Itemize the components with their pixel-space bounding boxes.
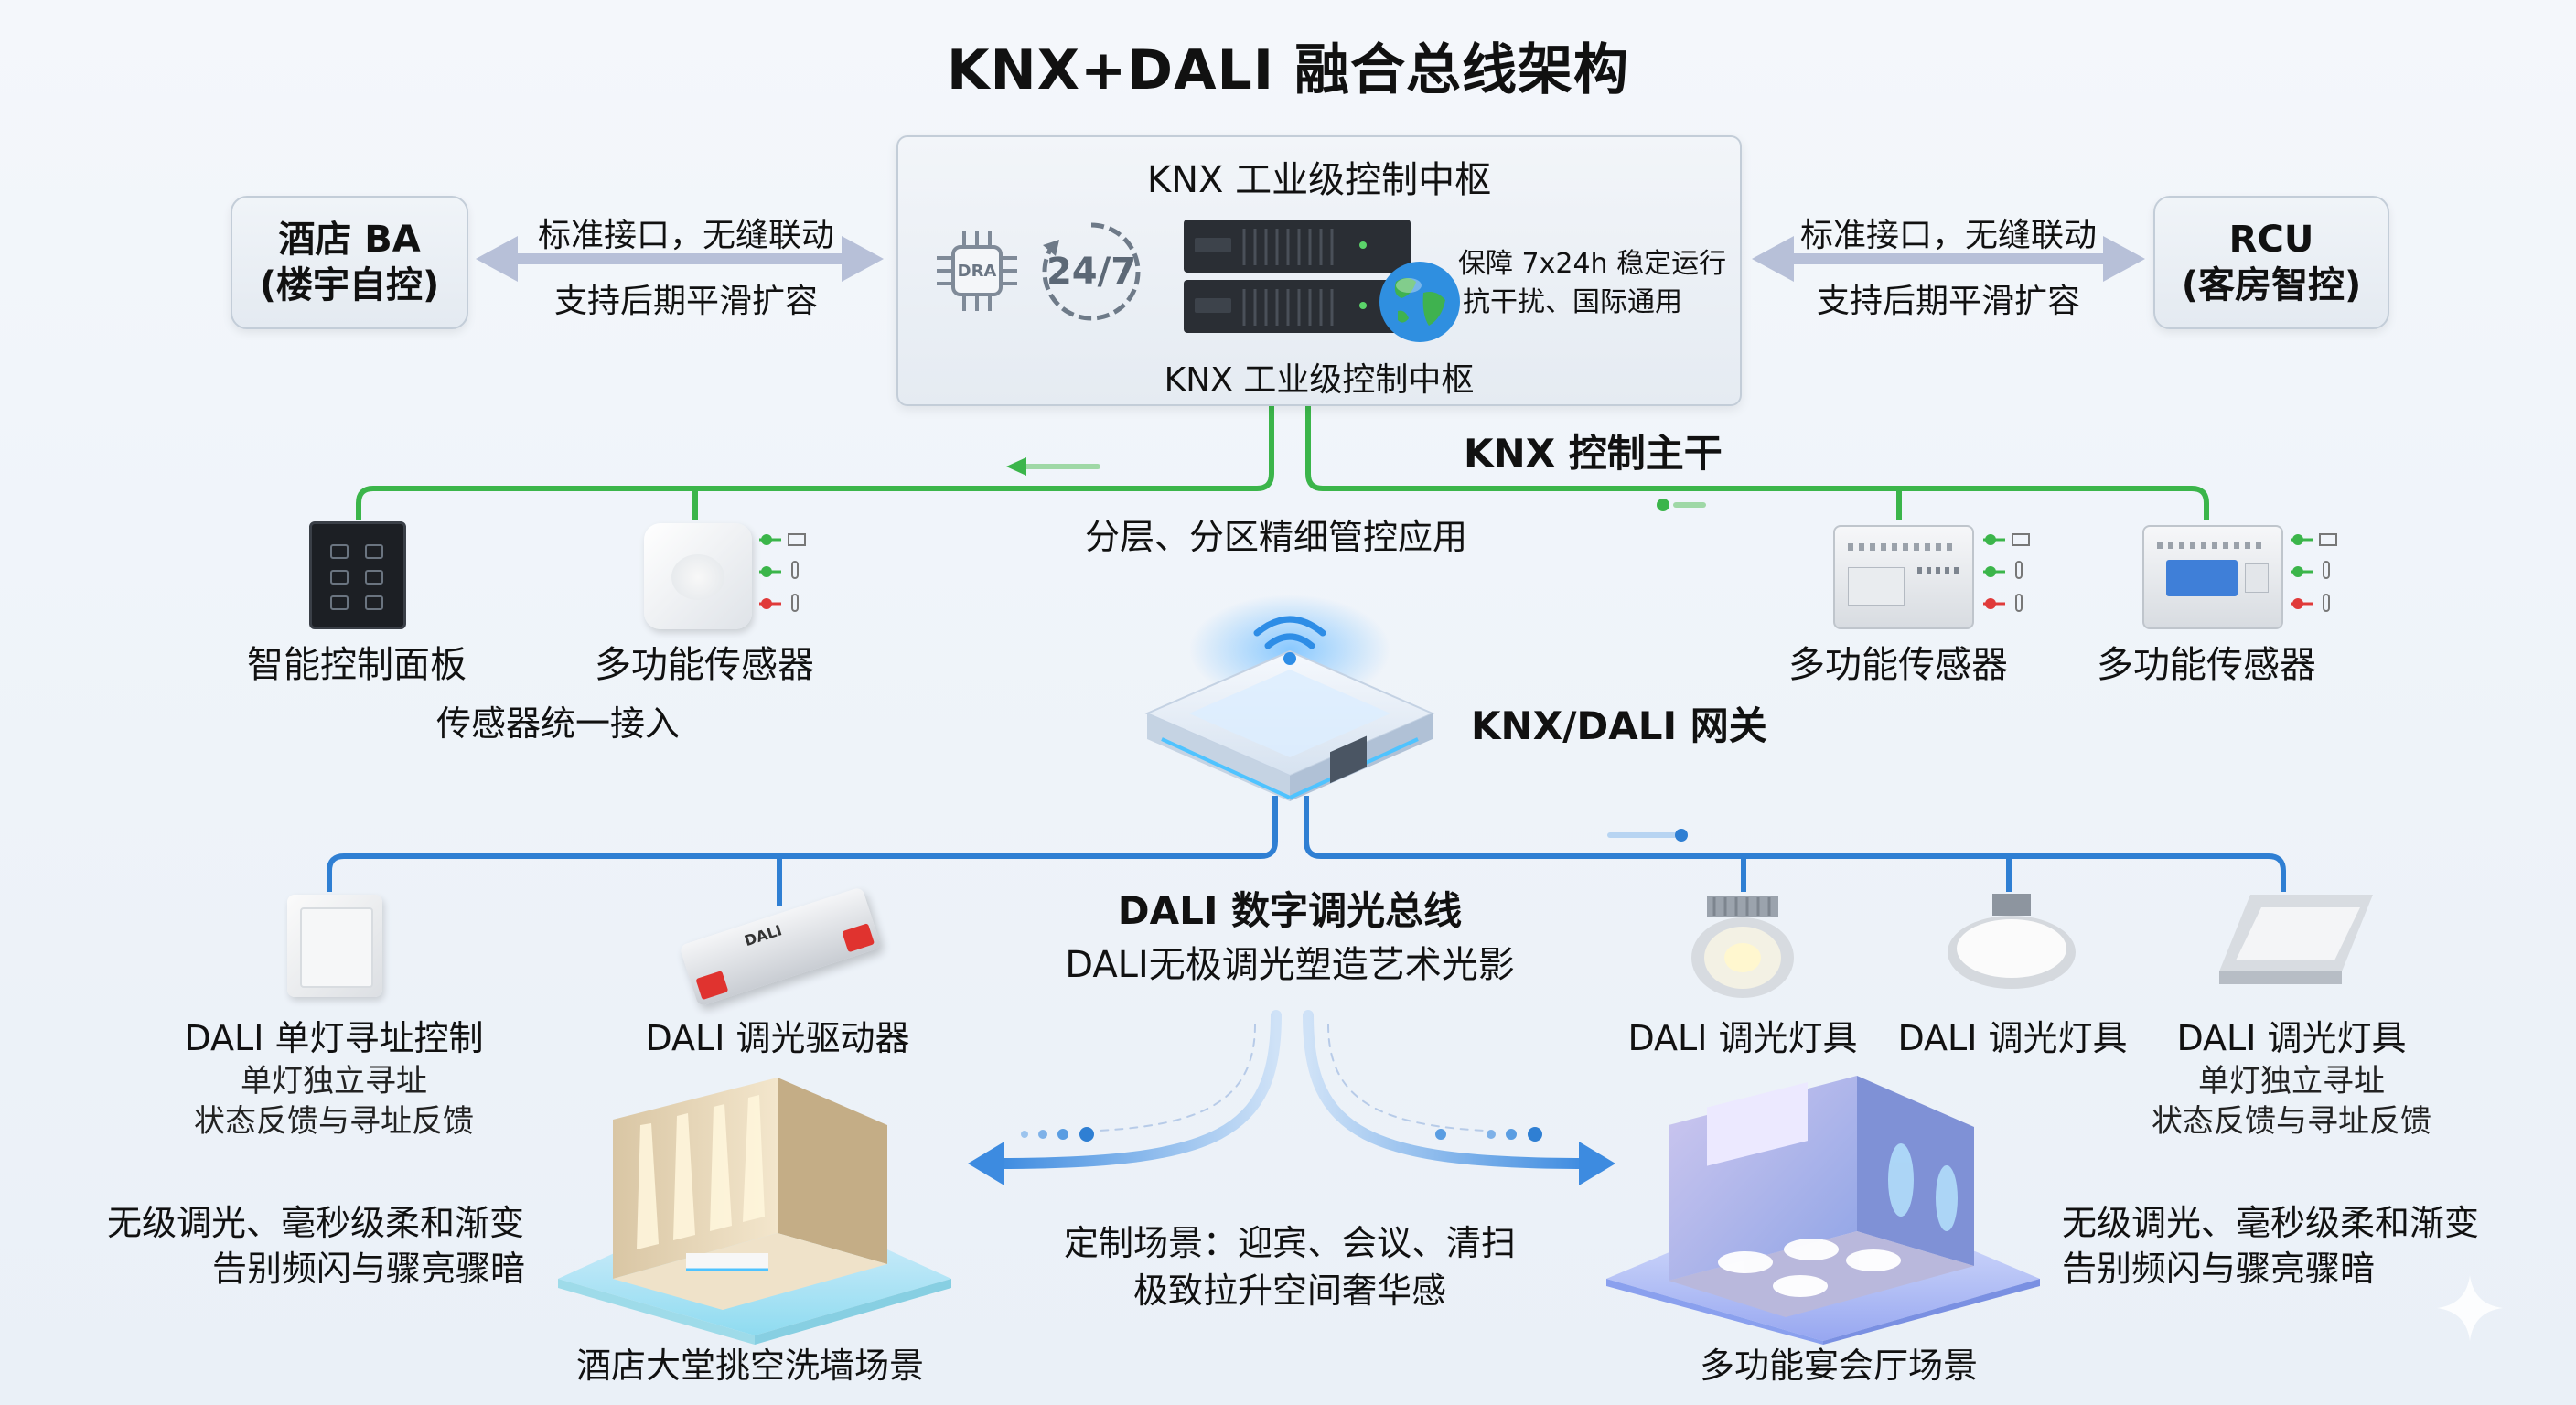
chip-icon: DRA	[931, 225, 1023, 316]
lobby-scene-name: 酒店大堂挑空洗墙场景	[575, 1346, 924, 1386]
left-link-label-1: 标准接口，无缝联动	[537, 217, 834, 254]
uptime-badge-text: 24/7	[1046, 251, 1137, 293]
fixture-3-note-1: 单灯独立寻址	[2198, 1063, 2385, 1099]
fixture-2-label: DALI 调光灯具	[1897, 1018, 2128, 1058]
linear-light-icon	[2205, 889, 2378, 990]
left-flow-arrowhead	[968, 1142, 1004, 1185]
lobby-scene-image	[549, 1070, 961, 1345]
hub-top-label: KNX 工业级控制中枢	[1146, 159, 1492, 201]
dali-switch-icon	[287, 895, 382, 997]
sensor-access-note: 传感器统一接入	[435, 703, 680, 744]
sensor-3-indicators	[2291, 531, 2345, 613]
rcu-name: RCU	[2228, 219, 2314, 261]
rcu-box: RCU (客房智控)	[2153, 196, 2389, 329]
dali-single-control-label: DALI 单灯寻址控制	[184, 1018, 484, 1058]
banquet-scene-image	[1599, 1070, 2047, 1345]
gateway-label: KNX/DALI 网关	[1471, 703, 1767, 748]
sensor-3-label: 多功能传感器	[2097, 644, 2316, 686]
rcu-subtitle: (客房智控)	[2181, 264, 2362, 306]
uptime-badge-icon: 24/7	[1037, 218, 1145, 326]
fixture-1-label: DALI 调光灯具	[1627, 1018, 1858, 1058]
left-flow-dots	[1021, 1127, 1094, 1142]
knx-flow-indicator-left	[1006, 457, 1100, 476]
server-icon	[1180, 214, 1414, 338]
hub-feature-2: 抗干扰、国际通用	[1463, 286, 1682, 318]
globe-icon	[1376, 258, 1464, 346]
sensor-1-label: 多功能传感器	[595, 644, 814, 686]
right-flow-dots	[1435, 1127, 1542, 1142]
hub-bottom-label: KNX 工业级控制中枢	[1164, 361, 1475, 399]
sensor-2-label: 多功能传感器	[1788, 644, 2008, 686]
left-link-label-2: 支持后期平滑扩容	[553, 283, 818, 320]
center-scene-note-2: 极致拉升空间奢华感	[1132, 1271, 1446, 1311]
sensor-2-icon	[1833, 525, 1974, 629]
dali-driver-label: DALI 调光驱动器	[645, 1018, 910, 1058]
right-scene-note-1: 无级调光、毫秒级柔和渐变	[2062, 1203, 2480, 1243]
hub-feature-1: 保障 7x24h 稳定运行	[1458, 248, 1727, 280]
knx-control-hub: KNX 工业级控制中枢 DRA 24/7	[896, 135, 1742, 406]
knx-trunk-lines	[356, 404, 2209, 520]
dali-bus-lines	[327, 796, 2286, 906]
hotel-ba-name: 酒店 BA	[278, 219, 421, 261]
sensor-3-icon	[2142, 525, 2283, 629]
knx-trunk-label: KNX 控制主干	[1464, 431, 1723, 476]
dali-driver-brand: DALI	[742, 921, 785, 950]
sensor-1-icon	[644, 523, 752, 629]
fixture-3-label: DALI 调光灯具	[2176, 1018, 2407, 1058]
chip-icon-text: DRA	[957, 262, 997, 281]
hotel-ba-box: 酒店 BA (楼宇自控)	[231, 196, 468, 329]
hotel-ba-subtitle: (楼宇自控)	[259, 264, 440, 306]
right-scene-note-2: 告别频闪与骤亮骤暗	[2062, 1249, 2376, 1289]
right-link-label-2: 支持后期平滑扩容	[1816, 283, 2080, 320]
dali-flow-indicator	[1607, 829, 1688, 842]
left-link-arrow	[476, 236, 884, 282]
dali-bus-label: DALI 数字调光总线	[1117, 888, 1463, 933]
fixture-3-note-2: 状态反馈与寻址反馈	[2152, 1103, 2431, 1140]
smart-panel-label: 智能控制面板	[247, 644, 467, 686]
left-scene-note-1: 无级调光、毫秒级柔和渐变	[106, 1203, 524, 1243]
smart-panel-icon	[309, 521, 406, 629]
dali-single-control-note-2: 状态反馈与寻址反馈	[194, 1103, 474, 1140]
dali-bus-sublabel: DALI无极调光塑造艺术光影	[1065, 944, 1515, 986]
sensor-2-indicators	[1983, 531, 2038, 613]
knx-trunk-sublabel: 分层、分区精细管控应用	[1085, 517, 1468, 557]
right-link-label-1: 标准接口，无缝联动	[1799, 217, 2097, 254]
page-title: KNX+DALI 融合总线架构	[947, 38, 1629, 102]
banquet-scene-name: 多功能宴会厅场景	[1699, 1346, 1978, 1386]
panel-light-icon	[1943, 892, 2080, 992]
left-scene-note-2: 告别频闪与骤亮骤暗	[212, 1249, 526, 1289]
gateway-icon	[1125, 585, 1454, 814]
hub-features: 保障 7x24h 稳定运行 抗干扰、国际通用	[1458, 245, 1733, 322]
scene-flow-arrows	[992, 1010, 1593, 1169]
center-scene-note-1: 定制场景：迎宾、会议、清扫	[1063, 1223, 1516, 1263]
dali-single-control-note-1: 单灯独立寻址	[241, 1063, 427, 1099]
right-link-arrow	[1752, 236, 2145, 282]
sensor-1-indicators	[759, 531, 814, 613]
right-flow-arrowhead	[1579, 1142, 1615, 1185]
sparkle-icon	[2433, 1271, 2506, 1345]
downlight-icon	[1683, 892, 1802, 1002]
knx-flow-indicator-right	[1657, 499, 1706, 511]
